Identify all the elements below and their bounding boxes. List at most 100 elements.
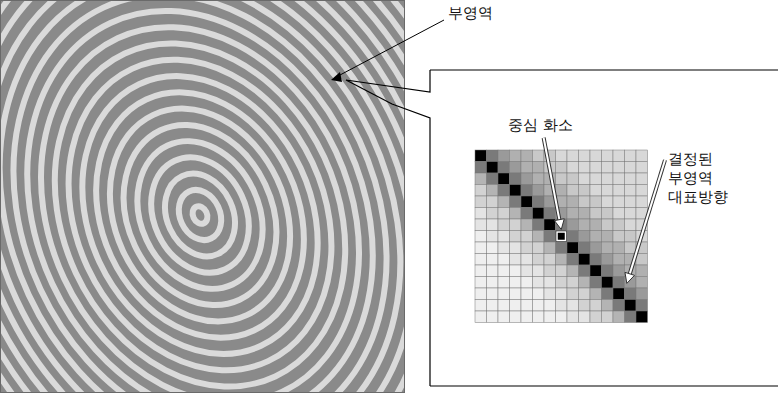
pixel-cell: [567, 173, 579, 185]
pixel-cell: [510, 185, 522, 197]
pixel-cell: [567, 288, 579, 300]
ridge-line: [0, 0, 405, 393]
fingerprint-ground: [0, 0, 405, 393]
pixel-cell: [533, 173, 545, 185]
pixel-cell: [567, 219, 579, 231]
pixel-cell: [625, 196, 637, 208]
pixel-cell: [636, 150, 648, 162]
pixel-cell: [556, 242, 568, 254]
pixel-cell: [521, 265, 533, 277]
ridge-line: [133, 141, 267, 288]
pixel-cell: [475, 288, 487, 300]
pixel-cell: [521, 300, 533, 312]
pixel-cell: [625, 300, 637, 312]
arrow-shaft: [630, 160, 665, 274]
pixel-cell: [498, 311, 510, 323]
pixel-cell: [475, 162, 487, 174]
pixel-cell: [556, 311, 568, 323]
pixel-cell: [510, 311, 522, 323]
pixel-cell: [521, 173, 533, 185]
pixel-cell: [613, 311, 625, 323]
ridge-line: [171, 183, 229, 247]
center-pixel: [557, 232, 566, 241]
pixel-cell: [498, 254, 510, 266]
ridge-line: [0, 0, 405, 393]
leader-line: [340, 20, 444, 75]
pixel-cell: [636, 254, 648, 266]
pixel-cell: [498, 208, 510, 220]
pixel-cell: [567, 162, 579, 174]
pixel-cell: [556, 150, 568, 162]
pixel-cell: [613, 242, 625, 254]
pixel-cell: [475, 277, 487, 289]
pixel-cell: [521, 277, 533, 289]
pixel-cell: [475, 208, 487, 220]
subregion-marker: [331, 72, 342, 82]
pointer-arrow: [544, 138, 565, 230]
pixel-cell: [521, 311, 533, 323]
pixel-cell: [487, 265, 499, 277]
pixel-cell: [544, 219, 556, 231]
pixel-cell: [613, 231, 625, 243]
pixel-cell: [590, 173, 602, 185]
pixel-cell: [521, 150, 533, 162]
pixel-cell: [533, 300, 545, 312]
region-label: 부영역: [448, 4, 493, 23]
ridge-line: [57, 58, 342, 372]
pixel-cell: [602, 311, 614, 323]
pixel-cell: [602, 254, 614, 266]
pixel-cell: [590, 265, 602, 277]
pixel-cell: [498, 162, 510, 174]
pixel-cell: [487, 277, 499, 289]
pixel-cell: [544, 288, 556, 300]
pixel-cell: [602, 196, 614, 208]
pixel-cell: [602, 219, 614, 231]
arrow-shaft: [630, 160, 665, 274]
pixel-cell: [510, 242, 522, 254]
pixel-cell: [533, 208, 545, 220]
pixel-cell: [625, 185, 637, 197]
pixel-cell: [475, 185, 487, 197]
pixel-cell: [544, 242, 556, 254]
pointer-arrow: [625, 160, 665, 283]
pixel-cell: [556, 231, 568, 243]
pixel-cell: [579, 219, 591, 231]
pixel-cell: [579, 162, 591, 174]
pixel-cell: [590, 242, 602, 254]
pixel-cell: [590, 150, 602, 162]
pixel-cell: [590, 162, 602, 174]
pixel-cell: [475, 173, 487, 185]
pixel-cell: [625, 288, 637, 300]
pixel-cell: [510, 288, 522, 300]
pixel-cell: [613, 300, 625, 312]
pixel-cell: [521, 196, 533, 208]
pixel-cell: [498, 196, 510, 208]
ridge-line: [0, 0, 405, 393]
pixel-cell: [579, 311, 591, 323]
pixel-cell: [498, 150, 510, 162]
pixel-cell: [567, 185, 579, 197]
pixel-cell: [510, 173, 522, 185]
pixel-cell: [544, 300, 556, 312]
pixel-cell: [602, 150, 614, 162]
callout-label: 결정된 부영역 대표방향: [668, 150, 734, 206]
ridge-line: [0, 0, 405, 393]
pixel-cell: [533, 219, 545, 231]
pixel-cell: [636, 196, 648, 208]
pixel-cell: [487, 196, 499, 208]
pixel-cell: [567, 231, 579, 243]
pixel-cell: [579, 300, 591, 312]
pixel-cell: [475, 242, 487, 254]
pixel-cell: [590, 196, 602, 208]
pixel-cell: [579, 150, 591, 162]
arrow-shaft: [544, 138, 560, 220]
pixel-cell: [533, 277, 545, 289]
pixel-cell: [487, 185, 499, 197]
pixel-cell: [625, 162, 637, 174]
pixel-cell: [510, 300, 522, 312]
pixel-cell: [579, 288, 591, 300]
pixel-cell: [579, 196, 591, 208]
pixel-cell: [533, 231, 545, 243]
pixel-cell: [521, 231, 533, 243]
